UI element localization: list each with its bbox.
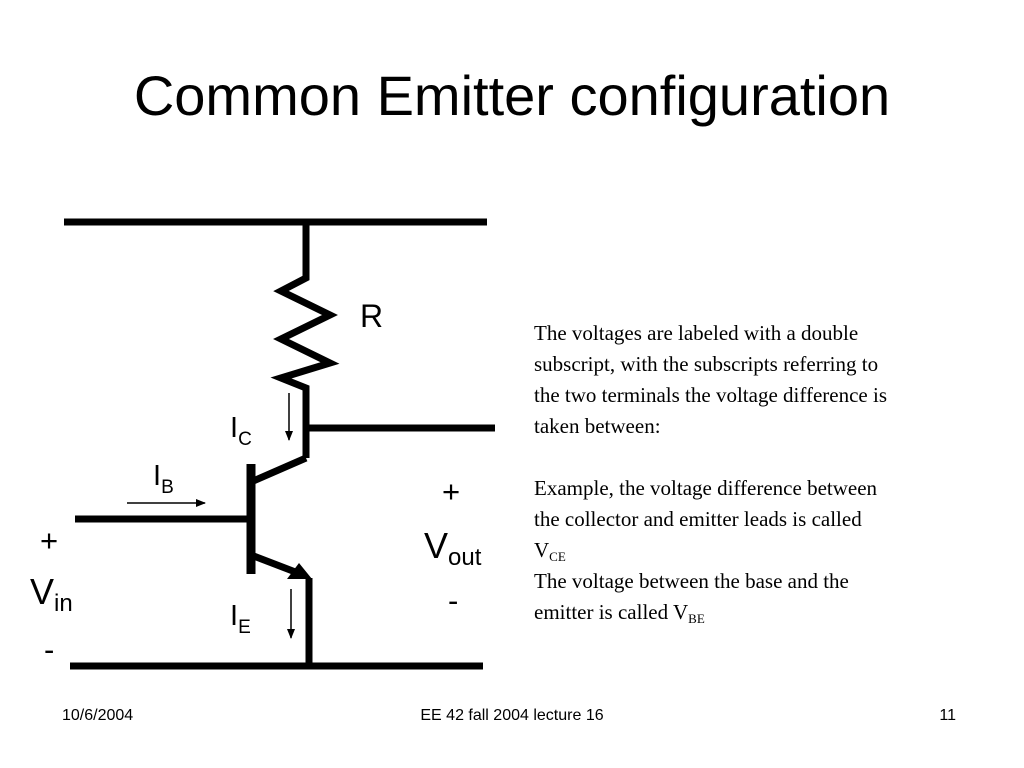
vout-plus: + (442, 474, 460, 509)
footer-date: 10/6/2004 (62, 707, 134, 724)
vout-main: V (424, 525, 448, 566)
explanation-vbe-text: The voltage between the base and the emi… (534, 569, 849, 624)
vin-plus: + (40, 523, 58, 558)
vin-sub: in (54, 590, 73, 617)
explanation-paragraph-1: The voltages are labeled with a double s… (534, 321, 887, 438)
emitter-current-label: IE (230, 600, 251, 638)
emitter-arrowhead (287, 563, 312, 579)
emitter-current-main: I (230, 600, 238, 632)
emitter-current-sub: E (238, 617, 251, 638)
vout-minus: - (448, 583, 458, 618)
explanation-vce-text: Example, the voltage difference between … (534, 476, 878, 562)
base-current-label: IB (153, 460, 174, 498)
vin-label: Vin (30, 571, 73, 617)
collector-current-label: IC (230, 412, 252, 450)
explanation-vce-subscript: CE (549, 549, 566, 564)
explanation-text: The voltages are labeled with a double s… (534, 318, 894, 628)
footer-page-number: 11 (939, 707, 956, 724)
collector-current-main: I (230, 412, 238, 444)
explanation-vbe-subscript: BE (688, 611, 705, 626)
vin-main: V (30, 571, 54, 612)
collector-current-sub: C (238, 429, 252, 450)
vout-sub: out (448, 544, 482, 571)
explanation-paragraph-3: The voltage between the base and the emi… (534, 566, 894, 628)
transistor-emitter-lead (249, 551, 300, 577)
base-current-main: I (153, 460, 161, 492)
slide-title: Common Emitter configuration (133, 64, 891, 127)
footer-course: EE 42 fall 2004 lecture 16 (420, 707, 604, 724)
vout-label: Vout (424, 525, 482, 571)
resistor-zigzag (270, 270, 340, 396)
explanation-paragraph-2: Example, the voltage difference between … (534, 473, 894, 566)
transistor-collector-lead (249, 454, 308, 486)
resistor-label: R (360, 298, 383, 334)
base-current-sub: B (161, 477, 174, 498)
vin-minus: - (44, 632, 54, 667)
